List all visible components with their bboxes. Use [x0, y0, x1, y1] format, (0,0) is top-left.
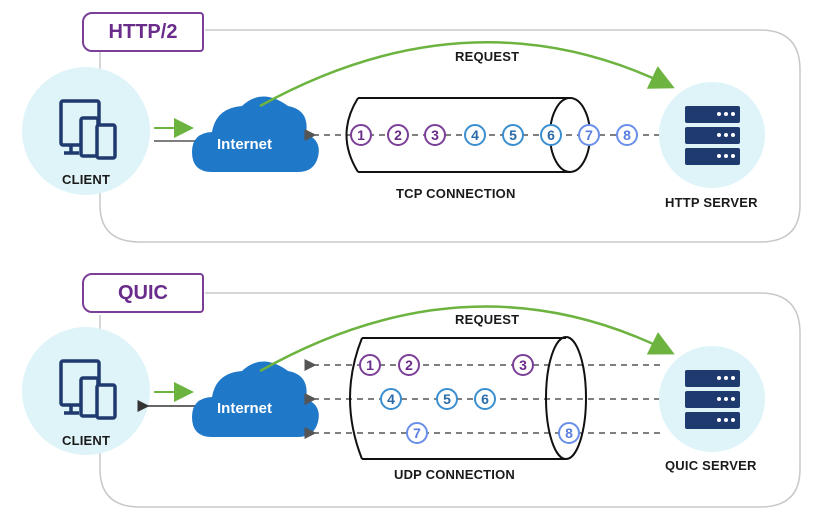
- packet: 2: [387, 124, 409, 146]
- packet: 6: [540, 124, 562, 146]
- packet: 4: [380, 388, 402, 410]
- packet: 4: [464, 124, 486, 146]
- http2-tag: HTTP/2: [82, 12, 204, 52]
- client-label: CLIENT: [62, 433, 111, 448]
- internet-label: Internet: [217, 136, 273, 153]
- packet: 5: [436, 388, 458, 410]
- packet: 1: [359, 354, 381, 376]
- packet: 7: [406, 422, 428, 444]
- request-label: REQUEST: [455, 49, 520, 64]
- cloud-icon: [192, 96, 319, 172]
- devices-icon: [59, 359, 117, 420]
- packet: 8: [616, 124, 638, 146]
- quic-server-label: QUIC SERVER: [665, 458, 757, 473]
- quic-panel: QUIC REQUEST CLIENT Internet UDP CONNECT…: [0, 261, 820, 522]
- packet: 3: [424, 124, 446, 146]
- server-icon: [685, 106, 740, 165]
- http2-diagram-graphics: [22, 29, 801, 243]
- udp-tube: [349, 336, 587, 460]
- packet: 5: [502, 124, 524, 146]
- packet: 2: [398, 354, 420, 376]
- cloud-icon: [192, 361, 319, 437]
- http2-frame: [99, 29, 801, 243]
- quic-diagram-graphics: [22, 292, 801, 508]
- http-server-label: HTTP SERVER: [665, 195, 758, 210]
- packet: 7: [578, 124, 600, 146]
- quic-tag: QUIC: [82, 273, 204, 313]
- packet: 8: [558, 422, 580, 444]
- request-label: REQUEST: [455, 312, 520, 327]
- packet: 3: [512, 354, 534, 376]
- tcp-connection-label: TCP CONNECTION: [396, 186, 516, 201]
- quic-frame: [99, 292, 801, 508]
- packet: 6: [474, 388, 496, 410]
- packet: 1: [350, 124, 372, 146]
- udp-connection-label: UDP CONNECTION: [394, 467, 516, 482]
- client-label: CLIENT: [62, 172, 111, 187]
- server-icon: [685, 370, 740, 429]
- internet-label: Internet: [217, 400, 273, 417]
- http2-panel: HTTP/2 REQUEST CLIENT Internet TCP CONNE…: [22, 12, 801, 243]
- devices-icon: [59, 99, 117, 160]
